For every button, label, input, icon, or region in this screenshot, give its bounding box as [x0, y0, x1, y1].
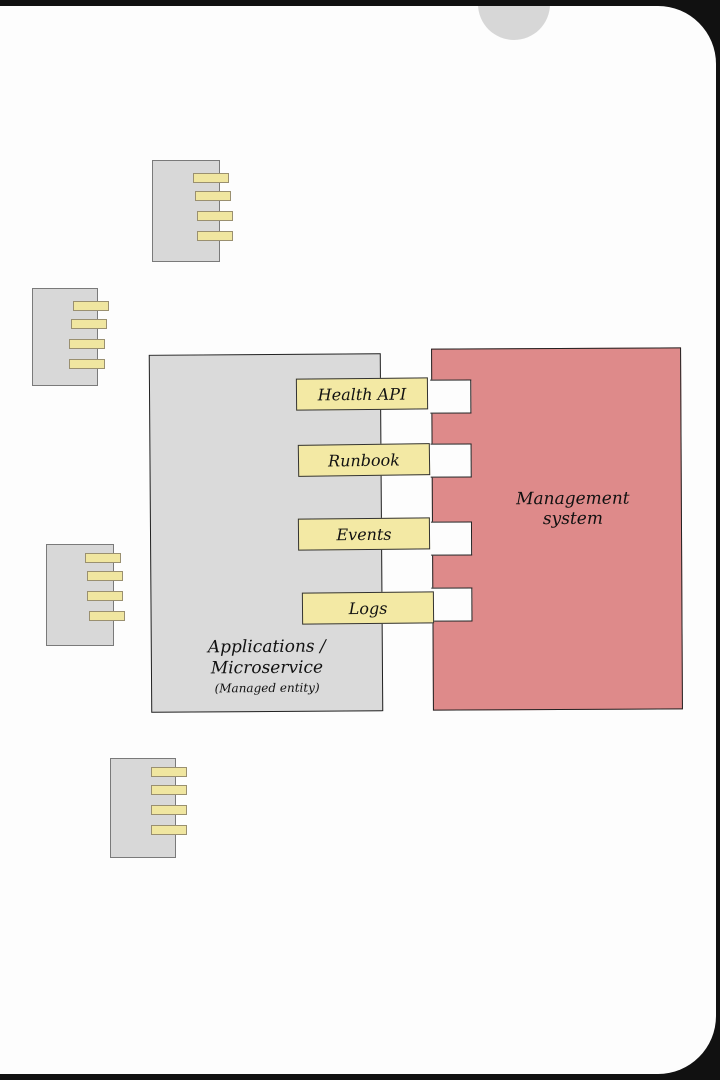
- diagram-canvas: Management system Applications / Microse…: [0, 6, 716, 1074]
- top-notch: [478, 6, 550, 40]
- mini-component-1: [152, 160, 233, 262]
- interface-runbook: Runbook: [297, 443, 431, 477]
- mini-component-3: [46, 544, 125, 646]
- application-label: Applications / Microservice (Managed ent…: [192, 636, 342, 697]
- application-subtitle: (Managed entity): [214, 680, 320, 696]
- interface-events: Events: [297, 517, 431, 551]
- interface-logs: Logs: [301, 591, 435, 625]
- management-system-box: Management system: [430, 347, 683, 711]
- interface-health-api: Health API: [295, 377, 429, 411]
- mini-component-2: [32, 288, 109, 386]
- mini-component-4: [110, 758, 187, 858]
- management-label: Management system: [516, 488, 630, 530]
